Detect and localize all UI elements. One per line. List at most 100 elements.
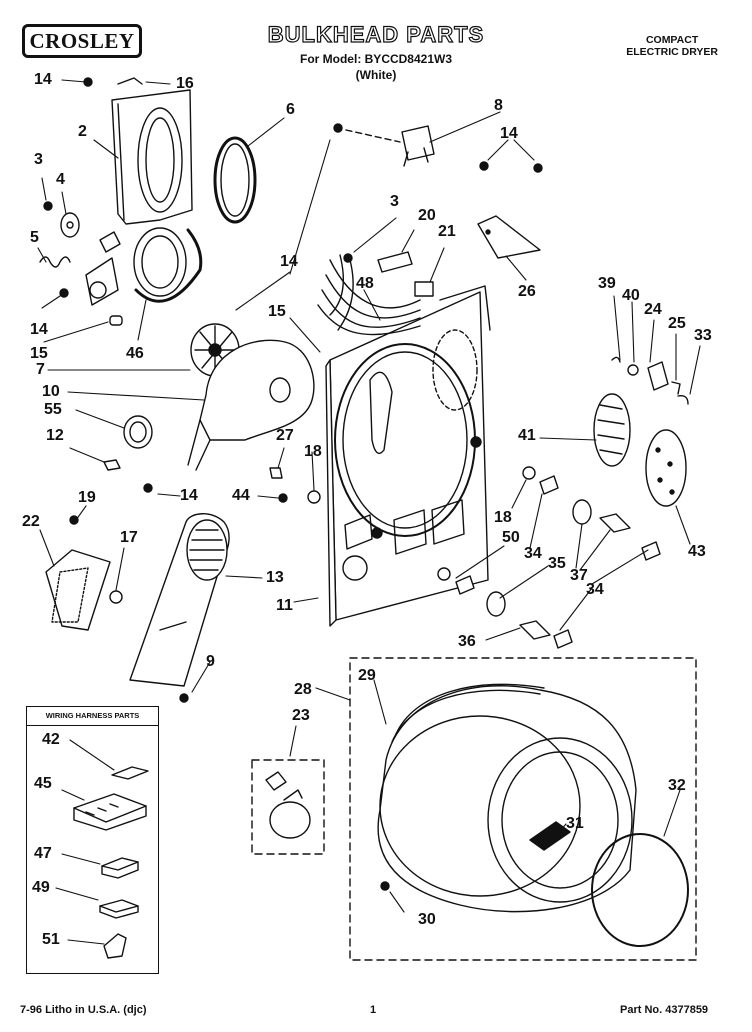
- callout-21: 21: [438, 223, 456, 240]
- callout-36: 36: [458, 633, 476, 650]
- leader-lines: [37, 79, 701, 945]
- callout-48: 48: [356, 275, 374, 292]
- callout-17: 17: [120, 529, 138, 546]
- callout-37: 37: [570, 567, 588, 584]
- harness-part-45: [73, 793, 147, 831]
- callout-41: 41: [518, 427, 536, 444]
- dryer-drum: [377, 683, 637, 913]
- harness-part-47: [101, 857, 139, 879]
- callout-3-left: 3: [34, 151, 43, 168]
- callout-23: 23: [292, 707, 310, 724]
- page-title: BULKHEAD PARTS: [267, 21, 485, 47]
- callout-39: 39: [598, 275, 616, 292]
- callout-35: 35: [548, 555, 566, 572]
- callout-14-center: 14: [280, 253, 298, 270]
- drum-screw: [380, 881, 390, 891]
- callout-18-center: 18: [304, 443, 322, 460]
- wiring-harness-title: WIRING HARNESS PARTS: [27, 707, 158, 726]
- callout-27: 27: [276, 427, 294, 444]
- callout-7: 7: [36, 361, 45, 378]
- category-line-2: ELECTRIC DRYER: [626, 46, 718, 58]
- heater-box-assembly: [593, 356, 689, 507]
- drum-roller-group: [269, 466, 661, 649]
- brand-logo: CROSLEY: [22, 24, 142, 58]
- callout-22: 22: [22, 513, 40, 530]
- color-line: (White): [355, 68, 397, 82]
- main-wiring-harness: [317, 254, 434, 336]
- callout-16: 16: [176, 75, 194, 92]
- callout-13: 13: [266, 569, 284, 586]
- callout-30: 30: [418, 911, 436, 928]
- callout-45: 45: [34, 775, 52, 792]
- callout-6: 6: [286, 101, 295, 118]
- category-line-1: COMPACT: [645, 34, 699, 46]
- part-number: Part No. 4377859: [620, 1004, 709, 1016]
- drum-rear-seal-ring: [133, 227, 203, 303]
- callout-18-right: 18: [494, 509, 512, 526]
- drum-kit-boundary: [349, 657, 697, 961]
- callout-55: 55: [44, 401, 62, 418]
- callout-20: 20: [418, 207, 436, 224]
- callout-15-left: 15: [30, 345, 48, 362]
- callout-4: 4: [56, 171, 65, 188]
- drum-seal-ring: [591, 833, 689, 947]
- blower-seal: [123, 415, 153, 449]
- front-bulkhead-plate: [111, 89, 193, 225]
- callout-26: 26: [518, 283, 536, 300]
- callout-14-right: 14: [500, 125, 518, 142]
- callout-47: 47: [34, 845, 52, 862]
- clip-and-screw: [83, 77, 153, 493]
- model-line: For Model: BYCCD8421W3: [299, 52, 453, 66]
- callout-2: 2: [78, 123, 87, 140]
- blower-housing: [187, 339, 315, 471]
- product-category: COMPACT ELECTRIC DRYER: [626, 34, 718, 58]
- idler-pulley-group: [39, 201, 123, 326]
- callout-32: 32: [668, 777, 686, 794]
- callout-29: 29: [358, 667, 376, 684]
- litho-note: 7-96 Litho in U.S.A. (djc): [20, 1004, 147, 1016]
- callout-24: 24: [644, 301, 662, 318]
- callout-34-upper: 34: [524, 545, 542, 562]
- callout-50: 50: [502, 529, 520, 546]
- wiring-harness-parts-panel: WIRING HARNESS PARTS: [26, 706, 159, 974]
- harness-part-42: [111, 766, 149, 780]
- harness-part-49: [99, 899, 139, 919]
- drum-repair-kit: [251, 759, 325, 855]
- brand-logo-text: CROSLEY: [29, 28, 135, 53]
- callout-43: 43: [688, 543, 706, 560]
- callout-5: 5: [30, 229, 39, 246]
- callout-14-top: 14: [34, 71, 52, 88]
- callout-12: 12: [46, 427, 64, 444]
- lint-filter-screen: [45, 515, 189, 703]
- page-number: 1: [370, 1004, 377, 1016]
- callout-31: 31: [566, 815, 584, 832]
- callout-15-center: 15: [268, 303, 286, 320]
- callout-46: 46: [126, 345, 144, 362]
- drum-belt: [213, 136, 257, 224]
- callout-8: 8: [494, 97, 503, 114]
- callout-9: 9: [206, 653, 215, 670]
- mounting-plate: [333, 123, 543, 259]
- callout-25: 25: [668, 315, 686, 332]
- motor-relay-block: [401, 125, 435, 167]
- callout-14-lower: 14: [180, 487, 198, 504]
- callout-11: 11: [276, 597, 293, 614]
- callout-10: 10: [42, 383, 60, 400]
- lint-duct-assembly: [129, 513, 230, 687]
- callout-42: 42: [42, 731, 60, 748]
- thermostat-parts: [343, 251, 413, 273]
- callout-19: 19: [78, 489, 96, 506]
- rear-bulkhead-panel: [325, 285, 491, 627]
- callout-49: 49: [32, 879, 50, 896]
- callout-3-center: 3: [390, 193, 399, 210]
- harness-part-51: [103, 933, 127, 959]
- callout-34-lower: 34: [586, 581, 604, 598]
- callout-51: 51: [42, 931, 60, 948]
- callout-28: 28: [294, 681, 312, 698]
- callout-40: 40: [622, 287, 640, 304]
- callout-33: 33: [694, 327, 712, 344]
- callout-44: 44: [232, 487, 250, 504]
- callout-14-left: 14: [30, 321, 48, 338]
